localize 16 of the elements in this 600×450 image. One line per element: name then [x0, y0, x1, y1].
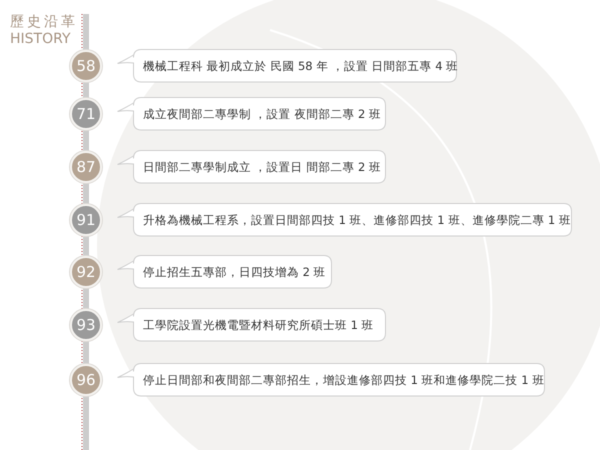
year-circle: 93 [70, 309, 102, 341]
speech-bubble: 升格為機械工程系，設置日間部四技 1 班、進修部四技 1 班、進修學院二專 1 班 [117, 203, 573, 237]
subtitle: HISTORY [10, 31, 70, 47]
speech-bubble: 成立夜間部二專學制 ，設置 夜間部二專 2 班 [117, 97, 387, 131]
year-circle: 87 [70, 151, 102, 183]
year-circle: 71 [70, 98, 102, 130]
title: 歷史沿革 [10, 13, 78, 31]
speech-bubble: 停止日間部和夜間部二專部招生，增設進修部四技 1 班和進修學院二技 1 班 [117, 363, 546, 397]
year-circle: 58 [70, 50, 102, 82]
speech-bubble: 停止招生五專部，日四技增為 2 班 [117, 255, 333, 289]
year-circle: 91 [70, 204, 102, 236]
speech-bubble: 機械工程科 最初成立於 民國 58 年 ，設置 日間部五專 4 班 [117, 49, 458, 83]
year-circle: 92 [70, 256, 102, 288]
year-circle: 96 [70, 364, 102, 396]
speech-bubble: 工學院設置光機電暨材料研究所碩士班 1 班 [117, 308, 387, 342]
speech-bubble: 日間部二專學制成立 ，設置日 間部二專 2 班 [117, 150, 387, 184]
